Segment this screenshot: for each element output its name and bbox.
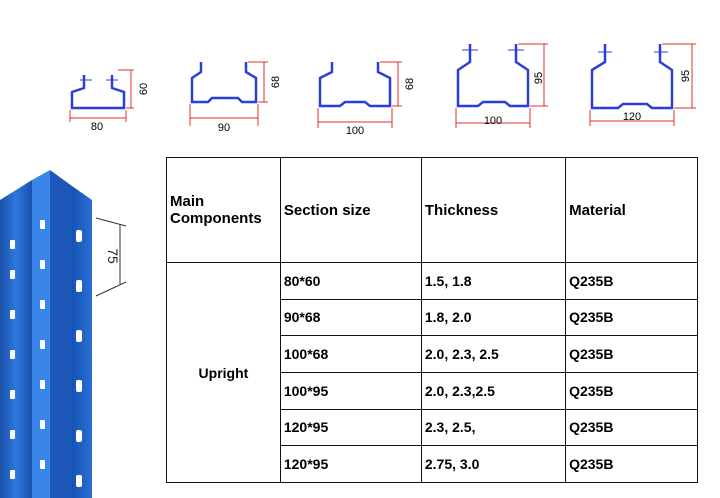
table-row: 120*95 2.3, 2.5, Q235B [167, 408, 698, 447]
cell-thickness: 2.3, 2.5, [420, 408, 567, 447]
profile-90x68: 90 68 [189, 61, 282, 134]
component-upright: Upright [166, 262, 281, 483]
profile-100x68: 100 68 [317, 61, 416, 137]
profile-width-label: 100 [484, 115, 502, 127]
table-row: 100*68 2.0, 2.3, 2.5 Q235B [167, 335, 698, 373]
table-row: 90*68 1.8, 2.0 Q235B [167, 298, 698, 337]
header-section-size: Section size [279, 157, 422, 263]
cell-material: Q235B [565, 445, 698, 483]
cell-thickness: 1.5, 1.8 [420, 262, 567, 300]
cell-thickness: 1.8, 2.0 [420, 298, 567, 337]
profile-width-label: 100 [346, 125, 364, 137]
profile-height-label: 68 [404, 78, 416, 90]
profile-80x60: 80 60 [69, 69, 150, 133]
profile-height-label: 60 [138, 83, 150, 95]
cell-material: Q235B [565, 335, 698, 373]
table-row: Upright 80*60 1.5, 1.8 Q235B [166, 262, 698, 483]
cell-thickness: 2.75, 3.0 [420, 445, 567, 483]
profile-width-label: 80 [91, 121, 103, 133]
profile-100x95: 100 95 [455, 43, 548, 128]
profile-height-label: 95 [533, 72, 545, 84]
cell-thickness: 2.0, 2.3, 2.5 [420, 335, 567, 373]
header-main-components: Main Components [166, 157, 281, 263]
profile-120x95: 120 95 [589, 43, 696, 126]
table-row: 120*95 2.75, 3.0 Q235B [167, 445, 698, 483]
profile-width-label: 90 [218, 122, 230, 134]
cell-material: Q235B [565, 371, 698, 410]
profile-height-label: 68 [270, 76, 282, 88]
cell-section-size: 100*68 [279, 335, 422, 373]
table-header-row: Main Components Section size Thickness M… [166, 157, 698, 263]
cell-section-size: 90*68 [279, 298, 422, 337]
cell-section-size: 120*95 [279, 445, 422, 483]
cell-section-size: 100*95 [279, 371, 422, 410]
cell-material: Q235B [565, 262, 698, 300]
cell-material: Q235B [565, 298, 698, 337]
upright-dimension-label: 75 [105, 248, 121, 264]
header-material: Material [565, 157, 698, 263]
section-profiles: 80 60 90 68 100 68 100 95 [69, 43, 696, 137]
cell-thickness: 2.0, 2.3,2.5 [420, 371, 567, 410]
specification-table: Main Components Section size Thickness M… [166, 157, 698, 483]
cell-section-size: 120*95 [279, 408, 422, 447]
profile-height-label: 95 [680, 70, 692, 82]
cell-section-size: 80*60 [279, 262, 422, 300]
cell-material: Q235B [565, 408, 698, 447]
profile-width-label: 120 [623, 111, 641, 123]
upright-photo: 75 [0, 170, 127, 498]
header-thickness: Thickness [420, 157, 567, 263]
